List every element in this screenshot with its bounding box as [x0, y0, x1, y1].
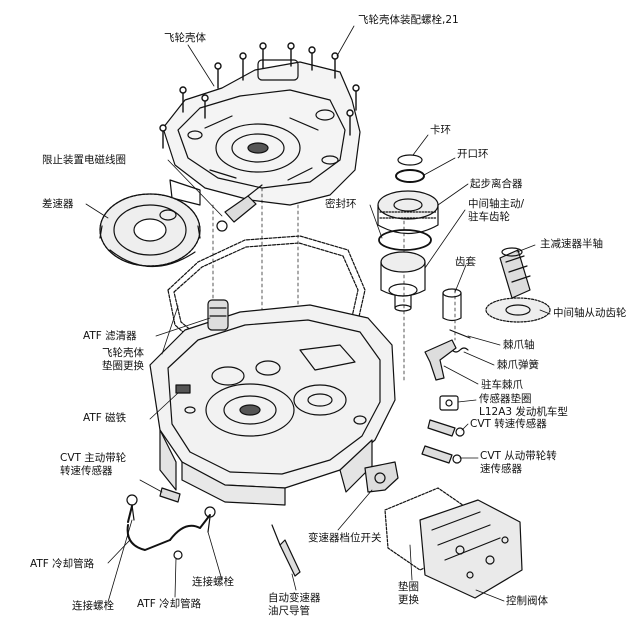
dipstick-tube-part [271, 524, 301, 577]
label-shift-switch: 变速器档位开关 [308, 532, 382, 544]
transmission-housing-part [149, 304, 396, 506]
label-auto-trans-dipstick: 自动变速器 油尺导管 [268, 592, 321, 618]
label-gasket-replace: 垫圈 更换 [398, 581, 419, 607]
label-differential: 差速器 [42, 198, 74, 210]
label-countershaft-gear-line1: 中间轴主动/ [468, 198, 525, 210]
circlip-part [397, 154, 423, 166]
start-clutch-part [377, 190, 439, 234]
label-connecting-bolt-2: 连接螺栓 [72, 600, 114, 612]
label-control-valve: 控制阀体 [506, 595, 548, 607]
differential-part [99, 193, 201, 268]
cvt-speed-sensor-part [427, 419, 465, 437]
label-seal-ring: 密封环 [325, 198, 357, 210]
cvt-drive-sensor-part [159, 487, 181, 503]
split-ring-part [395, 169, 425, 183]
label-cvt-driven-sensor-line2: 速传感器 [480, 463, 522, 475]
label-gasket-replace-line1: 垫圈 [398, 581, 419, 593]
label-atf-magnet: ATF 磁铁 [83, 412, 127, 424]
label-flywheel-gasket-line1: 飞轮壳体 [102, 347, 144, 359]
label-countershaft-gear: 中间轴主动/ 驻车齿轮 [468, 198, 524, 224]
label-flywheel-gasket-line2: 垫圈更换 [102, 360, 144, 372]
label-cvt-driven-sensor: CVT 从动带轮转 速传感器 [480, 450, 557, 476]
gear-sleeve-part [442, 288, 462, 322]
shift-switch-part [364, 461, 399, 493]
connecting-bolts [126, 494, 216, 560]
label-cvt-speed-sensor: CVT 转速传感器 [470, 418, 547, 430]
label-flywheel-housing: 飞轮壳体 [164, 32, 206, 44]
label-split-ring: 开口环 [457, 148, 489, 160]
final-drive-shaft-part [499, 247, 531, 299]
label-start-clutch: 起步离合器 [470, 178, 523, 190]
sensor-gasket-part [439, 395, 459, 411]
atf-cooler-pipe-part [126, 505, 211, 551]
label-cvt-drive-sensor-line2: 转速传感器 [60, 465, 113, 477]
countershaft-driven-gear-part [485, 297, 551, 323]
seal-ring-part [378, 229, 432, 251]
label-atf-cooler-pipe-2: ATF 冷却管路 [137, 598, 202, 610]
control-valve-body-part [419, 499, 523, 599]
label-cvt-drive-sensor-line1: CVT 主动带轮 [60, 452, 127, 464]
label-cvt-drive-sensor: CVT 主动带轮 转速传感器 [60, 452, 126, 478]
leader-lines [85, 25, 551, 603]
flywheel-housing-part [162, 59, 361, 206]
label-gear-sleeve: 齿套 [455, 256, 476, 268]
label-cvt-driven-sensor-line1: CVT 从动带轮转 [480, 450, 557, 462]
atf-magnet-part [175, 384, 191, 394]
limit-solenoid-part [216, 184, 263, 232]
label-flywheel-gasket: 飞轮壳体 垫圈更换 [102, 347, 144, 373]
park-pawl-part [424, 339, 457, 381]
label-sensor-gasket: 传感器垫圈 L12A3 发动机车型 [479, 393, 568, 419]
label-atf-filter: ATF 滤清器 [83, 330, 137, 342]
label-sensor-gasket-line1: 传感器垫圈 [479, 393, 532, 405]
pawl-shaft-part [449, 329, 471, 339]
label-countershaft-gear-line2: 驻车齿轮 [468, 211, 510, 223]
label-connecting-bolt-1: 连接螺栓 [192, 576, 234, 588]
flywheel-bolts [159, 42, 360, 149]
countershaft-gear-part [380, 251, 426, 312]
label-gasket-replace-line2: 更换 [398, 594, 419, 606]
label-atf-cooler-pipe-1: ATF 冷却管路 [30, 558, 95, 570]
label-circlip: 卡环 [430, 124, 451, 136]
atf-filter-part [207, 299, 229, 331]
label-limit-solenoid: 限止装置电磁线圈 [42, 154, 126, 166]
label-pawl-spring: 棘爪弹簧 [497, 359, 539, 371]
label-auto-trans-line1: 自动变速器 [268, 592, 321, 604]
label-final-drive-shaft: 主减速器半轴 [540, 238, 603, 250]
label-sensor-gasket-line2: L12A3 发动机车型 [479, 406, 568, 418]
label-park-pawl: 驻车棘爪 [481, 379, 523, 391]
label-flywheel-bolt: 飞轮壳体装配螺栓,21 [358, 14, 459, 26]
label-countershaft-driven: 中间轴从动齿轮 [553, 307, 627, 319]
label-auto-trans-line2: 油尺导管 [268, 605, 310, 617]
label-pawl-shaft: 棘爪轴 [503, 339, 535, 351]
cvt-driven-sensor-part [421, 445, 462, 464]
